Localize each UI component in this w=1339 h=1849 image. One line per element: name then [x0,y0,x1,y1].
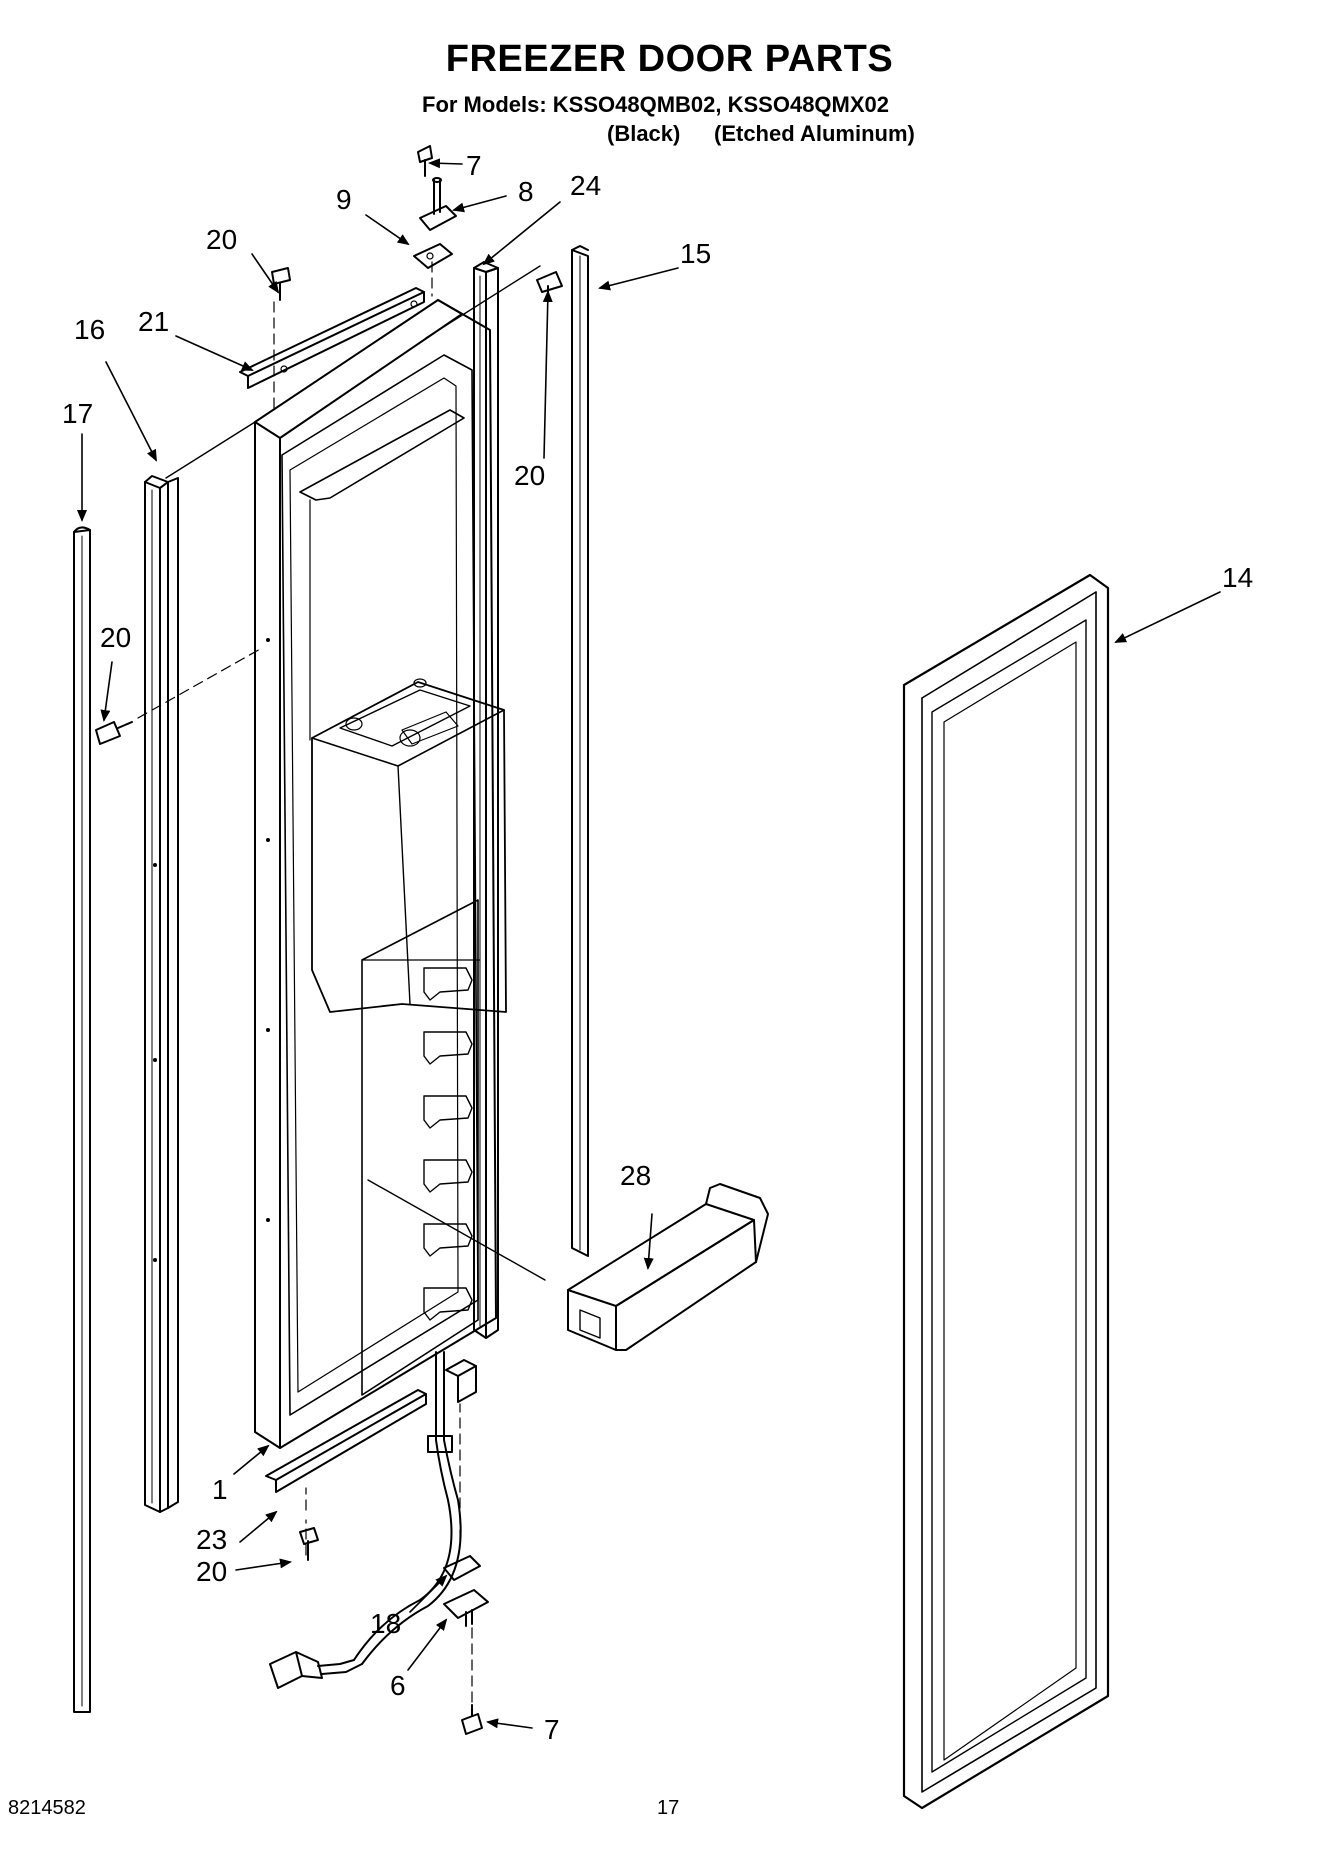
variant-black: (Black) [607,121,681,146]
callout-28: 28 [620,1160,652,1191]
models-line: For Models: KSSO48QMB02, KSSO48QMX02 [422,92,890,117]
callout-20-bottom: 20 [196,1556,228,1587]
part-8-hinge-pin [419,177,457,231]
callout-arrows [77,158,1221,1729]
part-15-gasket-strip [571,245,589,1257]
part-6-lower-hinge [443,1589,489,1627]
screw-part-20-bottom [299,1527,319,1561]
document-number: 8214582 [8,1797,86,1819]
screw-part-7-top [417,145,433,177]
part-14-door-gasket [902,573,1110,1810]
part-1-door-liner [153,299,507,1449]
callout-7-top: 7 [466,150,482,181]
callout-23: 23 [196,1524,228,1555]
callout-18: 18 [370,1608,402,1639]
page-title: FREEZER DOOR PARTS [445,38,894,80]
callout-24: 24 [570,170,602,201]
callout-1: 1 [212,1474,228,1505]
screw-part-7-bottom [461,1704,483,1735]
part-21-top-bracket [239,287,425,389]
part-18-shim [443,1555,481,1581]
callout-20-hinge: 20 [514,460,546,491]
callout-16: 16 [74,314,106,345]
variant-etched-aluminum: (Etched Aluminum) [714,121,915,146]
callout-15: 15 [680,238,712,269]
part-16-channel [144,475,179,1513]
callout-9: 9 [336,184,352,215]
callout-21: 21 [138,306,170,337]
leader-lines [165,265,546,1281]
side-holes [153,638,270,1262]
screw-part-20-top-bracket [271,267,291,301]
callout-6: 6 [390,1670,406,1701]
part-23-bottom-bracket [265,1389,427,1493]
callout-20-top: 20 [206,224,238,255]
lower-hinge-bracket [445,1359,477,1403]
part-28-door-bin [567,1183,769,1351]
callout-14: 14 [1222,562,1254,593]
part-24-channel [473,261,499,1339]
page-number: 17 [657,1797,680,1819]
callout-20-left: 20 [100,622,132,653]
callout-17: 17 [62,398,94,429]
screw-part-20-hinge [536,271,563,301]
shelf-clip-row [423,967,473,1321]
water-tube-harness [269,1351,462,1689]
callout-7-bottom: 7 [544,1714,560,1745]
screw-part-20-left [95,721,133,745]
part-17-trim-strip [73,526,91,1713]
part-9-hinge-shim [413,243,453,269]
alignment-lines [137,261,473,1703]
callout-8: 8 [518,176,534,207]
